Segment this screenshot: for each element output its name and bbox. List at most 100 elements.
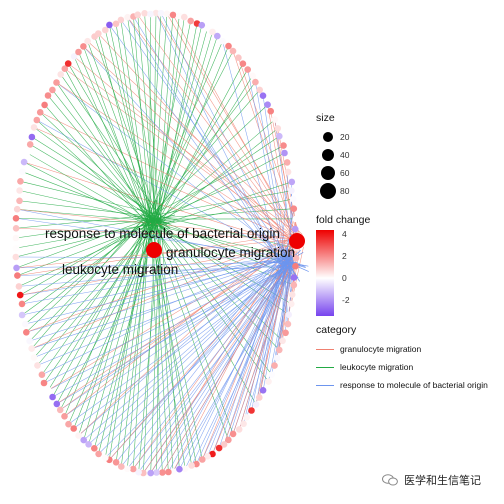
gene-node[interactable] [165, 468, 172, 476]
gene-node[interactable] [84, 37, 91, 45]
gene-node[interactable] [41, 101, 48, 109]
gene-node[interactable] [181, 465, 189, 473]
gene-node[interactable] [129, 465, 137, 473]
gene-node[interactable] [271, 362, 278, 369]
gene-node[interactable] [102, 26, 109, 34]
gene-node[interactable] [12, 234, 20, 242]
gene-node[interactable] [265, 378, 272, 385]
gene-node[interactable] [61, 65, 69, 72]
gene-node[interactable] [292, 215, 300, 223]
gene-node[interactable] [75, 432, 82, 439]
gene-node[interactable] [95, 450, 102, 458]
gene-node[interactable] [292, 254, 300, 262]
gene-node[interactable] [40, 379, 48, 387]
gene-node[interactable] [243, 414, 250, 421]
category-node-response[interactable] [146, 242, 162, 258]
gene-node[interactable] [276, 132, 283, 140]
gene-node[interactable] [56, 406, 64, 414]
gene-node[interactable] [280, 142, 287, 149]
gene-node[interactable] [209, 450, 216, 458]
gene-node[interactable] [283, 159, 291, 166]
gene-node[interactable] [16, 291, 24, 299]
gene-node[interactable] [259, 92, 267, 99]
gene-node[interactable] [288, 187, 295, 194]
gene-node[interactable] [279, 337, 286, 345]
gene-node[interactable] [85, 441, 92, 448]
gene-node[interactable] [290, 205, 298, 212]
gene-node[interactable] [249, 72, 256, 80]
gene-node[interactable] [225, 436, 232, 444]
gene-node[interactable] [248, 407, 255, 414]
gene-node[interactable] [259, 387, 267, 394]
gene-node[interactable] [235, 54, 242, 61]
gene-node[interactable] [285, 311, 293, 319]
gene-node[interactable] [61, 413, 68, 420]
gene-node[interactable] [229, 47, 237, 55]
gene-node[interactable] [282, 329, 289, 337]
gene-node[interactable] [292, 262, 299, 270]
gene-node[interactable] [70, 425, 77, 432]
gene-node[interactable] [264, 101, 271, 108]
gene-node[interactable] [276, 346, 283, 354]
gene-node[interactable] [159, 469, 166, 476]
gene-node[interactable] [53, 400, 61, 408]
gene-node[interactable] [18, 300, 26, 308]
gene-node[interactable] [117, 16, 125, 24]
gene-node[interactable] [240, 420, 247, 428]
gene-node[interactable] [273, 354, 281, 362]
gene-node[interactable] [124, 465, 131, 473]
gene-node[interactable] [214, 32, 221, 40]
gene-node[interactable] [284, 320, 292, 328]
gene-node[interactable] [17, 178, 24, 185]
gene-node[interactable] [15, 283, 23, 290]
gene-node[interactable] [49, 86, 56, 94]
gene-node[interactable] [49, 393, 56, 401]
gene-node[interactable] [239, 60, 247, 67]
gene-node[interactable] [53, 79, 60, 86]
gene-node[interactable] [57, 71, 64, 78]
gene-node[interactable] [13, 205, 21, 213]
gene-node[interactable] [30, 354, 38, 361]
gene-node[interactable] [30, 124, 38, 131]
gene-node[interactable] [235, 426, 243, 433]
gene-node[interactable] [141, 10, 148, 17]
gene-node[interactable] [271, 116, 279, 123]
gene-node[interactable] [268, 371, 276, 379]
gene-node[interactable] [91, 445, 98, 452]
gene-node[interactable] [23, 149, 31, 157]
gene-node[interactable] [28, 345, 35, 352]
gene-node[interactable] [112, 459, 120, 466]
gene-node[interactable] [112, 20, 120, 28]
gene-node[interactable] [209, 28, 216, 36]
gene-node[interactable] [255, 394, 263, 401]
gene-node[interactable] [289, 195, 297, 203]
gene-node[interactable] [80, 436, 87, 444]
gene-node[interactable] [118, 463, 125, 470]
gene-node[interactable] [64, 60, 72, 67]
gene-node[interactable] [134, 11, 141, 18]
gene-node[interactable] [38, 371, 46, 379]
gene-node[interactable] [281, 149, 288, 157]
gene-node[interactable] [65, 420, 72, 428]
gene-node[interactable] [244, 66, 251, 73]
gene-node[interactable] [16, 197, 23, 205]
category-node-granulocyte[interactable] [289, 233, 305, 249]
gene-node[interactable] [288, 300, 295, 308]
gene-node[interactable] [22, 320, 29, 328]
gene-node[interactable] [157, 9, 165, 17]
gene-node[interactable] [28, 133, 36, 141]
gene-node[interactable] [188, 462, 195, 469]
gene-node[interactable] [23, 329, 30, 336]
gene-node[interactable] [26, 141, 34, 148]
gene-node[interactable] [176, 12, 183, 19]
gene-node[interactable] [102, 454, 109, 462]
gene-node[interactable] [288, 291, 296, 299]
gene-node[interactable] [80, 43, 87, 50]
gene-node[interactable] [229, 430, 237, 438]
gene-node[interactable] [290, 281, 298, 289]
gene-node[interactable] [20, 158, 28, 166]
gene-node[interactable] [219, 37, 226, 45]
gene-node[interactable] [153, 469, 160, 476]
gene-node[interactable] [26, 337, 33, 345]
gene-node[interactable] [95, 30, 102, 37]
